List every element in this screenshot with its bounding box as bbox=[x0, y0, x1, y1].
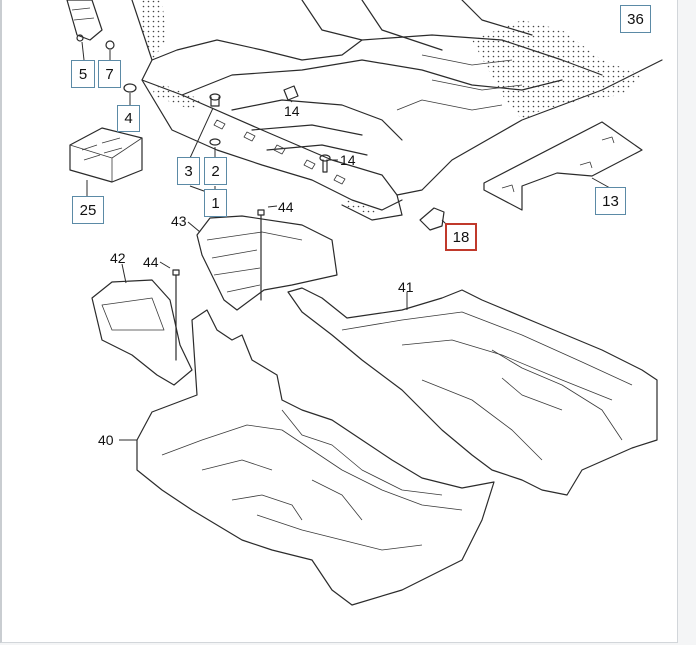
clip-18 bbox=[419, 207, 449, 231]
callout-5[interactable]: 5 bbox=[71, 60, 95, 88]
grommet-4 bbox=[123, 83, 137, 105]
cover-25 bbox=[69, 127, 143, 198]
scrollbar[interactable] bbox=[679, 0, 696, 645]
callout-4[interactable]: 4 bbox=[117, 105, 140, 132]
label-14-upper: 14 bbox=[284, 103, 300, 119]
callout-18[interactable]: 18 bbox=[445, 223, 477, 251]
nut-7 bbox=[105, 40, 115, 60]
mat-42 bbox=[91, 261, 193, 386]
bolt-14-upper bbox=[283, 85, 299, 103]
diagram-frame: 5 7 4 25 3 2 1 13 18 36 14 14 44 43 42 4… bbox=[0, 0, 678, 643]
callout-1[interactable]: 1 bbox=[204, 189, 227, 217]
label-43: 43 bbox=[171, 213, 187, 229]
label-42: 42 bbox=[110, 250, 126, 266]
bracket-5 bbox=[66, 0, 103, 61]
callout-2[interactable]: 2 bbox=[204, 157, 227, 185]
label-44-lower: 44 bbox=[143, 254, 159, 270]
carpet-41 bbox=[287, 287, 658, 496]
mat-43 bbox=[187, 205, 338, 311]
label-14-lower: 14 bbox=[340, 152, 356, 168]
callout-13[interactable]: 13 bbox=[595, 187, 626, 215]
parts-drawing bbox=[66, 0, 663, 606]
callout-3[interactable]: 3 bbox=[177, 157, 200, 185]
bolt-14-lower bbox=[319, 154, 338, 173]
label-40: 40 bbox=[98, 432, 114, 448]
label-41: 41 bbox=[398, 279, 414, 295]
floor-pan bbox=[131, 0, 663, 221]
callout-36[interactable]: 36 bbox=[620, 5, 651, 33]
callout-7[interactable]: 7 bbox=[98, 60, 121, 88]
carpet-40 bbox=[119, 309, 495, 606]
panel-13 bbox=[483, 121, 643, 211]
callout-25[interactable]: 25 bbox=[72, 196, 104, 224]
label-44-upper: 44 bbox=[278, 199, 294, 215]
parts-diagram bbox=[2, 0, 677, 642]
